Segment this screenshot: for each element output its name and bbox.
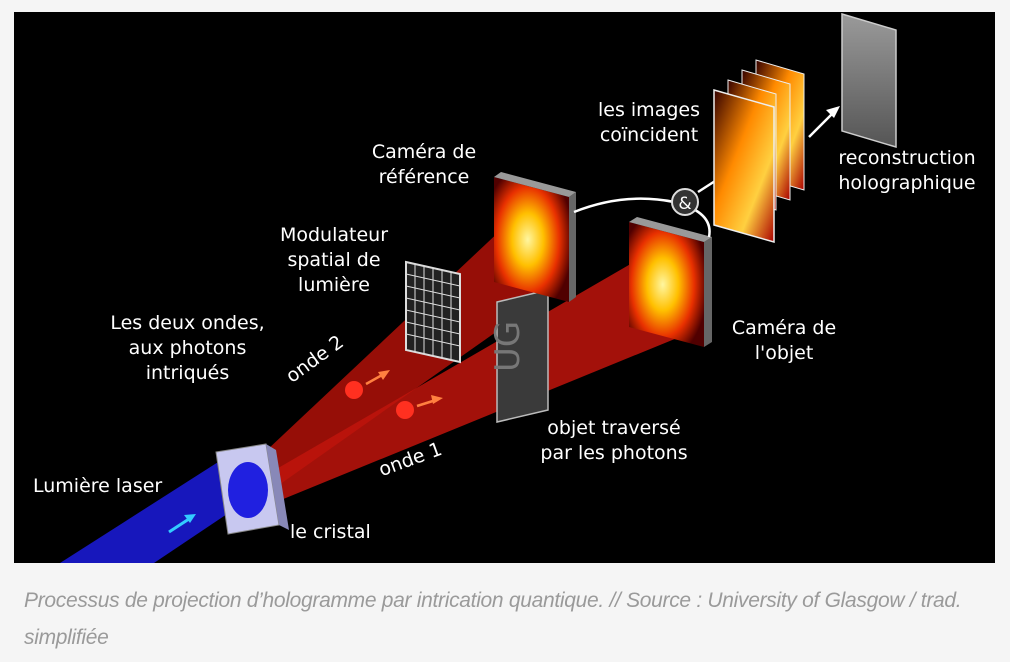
spatial-light-modulator bbox=[405, 260, 461, 364]
reference-camera bbox=[494, 172, 576, 302]
label-laser: Lumière laser bbox=[33, 475, 163, 497]
label-line: Modulateur bbox=[279, 224, 389, 246]
label-line: l'objet bbox=[754, 342, 814, 364]
label-line: référence bbox=[378, 166, 470, 188]
and-symbol: & bbox=[678, 194, 691, 214]
label-line: reconstruction bbox=[838, 147, 976, 169]
wave1-beam bbox=[254, 262, 704, 502]
label-coincide: les images coïncident bbox=[589, 98, 709, 148]
coincidence-wire bbox=[573, 197, 711, 238]
label-line: coïncident bbox=[599, 124, 699, 146]
object-slide bbox=[496, 289, 549, 423]
figure-caption: Processus de projection d’hologramme par… bbox=[24, 589, 962, 649]
wave2-beam bbox=[249, 227, 574, 492]
object-camera bbox=[629, 217, 712, 347]
label-line: lumière bbox=[298, 274, 370, 296]
label-modulator: Modulateur spatial de lumière bbox=[264, 223, 404, 298]
label-line: les images bbox=[598, 99, 700, 121]
label-line: par les photons bbox=[540, 442, 688, 464]
photon-wave2 bbox=[345, 381, 363, 399]
label-line: Les deux ondes, bbox=[110, 312, 265, 334]
holographic-reconstruction bbox=[841, 12, 897, 149]
label-line: aux photons bbox=[128, 337, 247, 359]
label-line: objet traversé bbox=[547, 417, 681, 439]
label-reconstruction: reconstruction holographique bbox=[827, 146, 987, 196]
label-object: objet traversé par les photons bbox=[534, 416, 694, 466]
label-object-camera: Caméra de l'objet bbox=[724, 316, 844, 366]
label-line: Caméra de bbox=[371, 141, 477, 163]
and-gate bbox=[671, 188, 699, 216]
hologram-diagram: UG & bbox=[14, 12, 995, 563]
label-line: spatial de bbox=[287, 249, 381, 271]
svg-text:UG: UG bbox=[488, 321, 528, 372]
label-line: holographique bbox=[838, 172, 976, 194]
laser-beam bbox=[60, 457, 242, 563]
label-reference-camera: Caméra de référence bbox=[364, 140, 484, 190]
coincident-images-stack bbox=[713, 59, 805, 243]
label-entangled-waves: Les deux ondes, aux photons intriqués bbox=[110, 311, 265, 386]
label-crystal: le cristal bbox=[290, 521, 371, 543]
diagram-graphic: UG & bbox=[60, 12, 897, 563]
label-line: intriqués bbox=[145, 362, 230, 384]
label-line: Caméra de bbox=[731, 317, 837, 339]
photon-wave1 bbox=[396, 401, 414, 419]
